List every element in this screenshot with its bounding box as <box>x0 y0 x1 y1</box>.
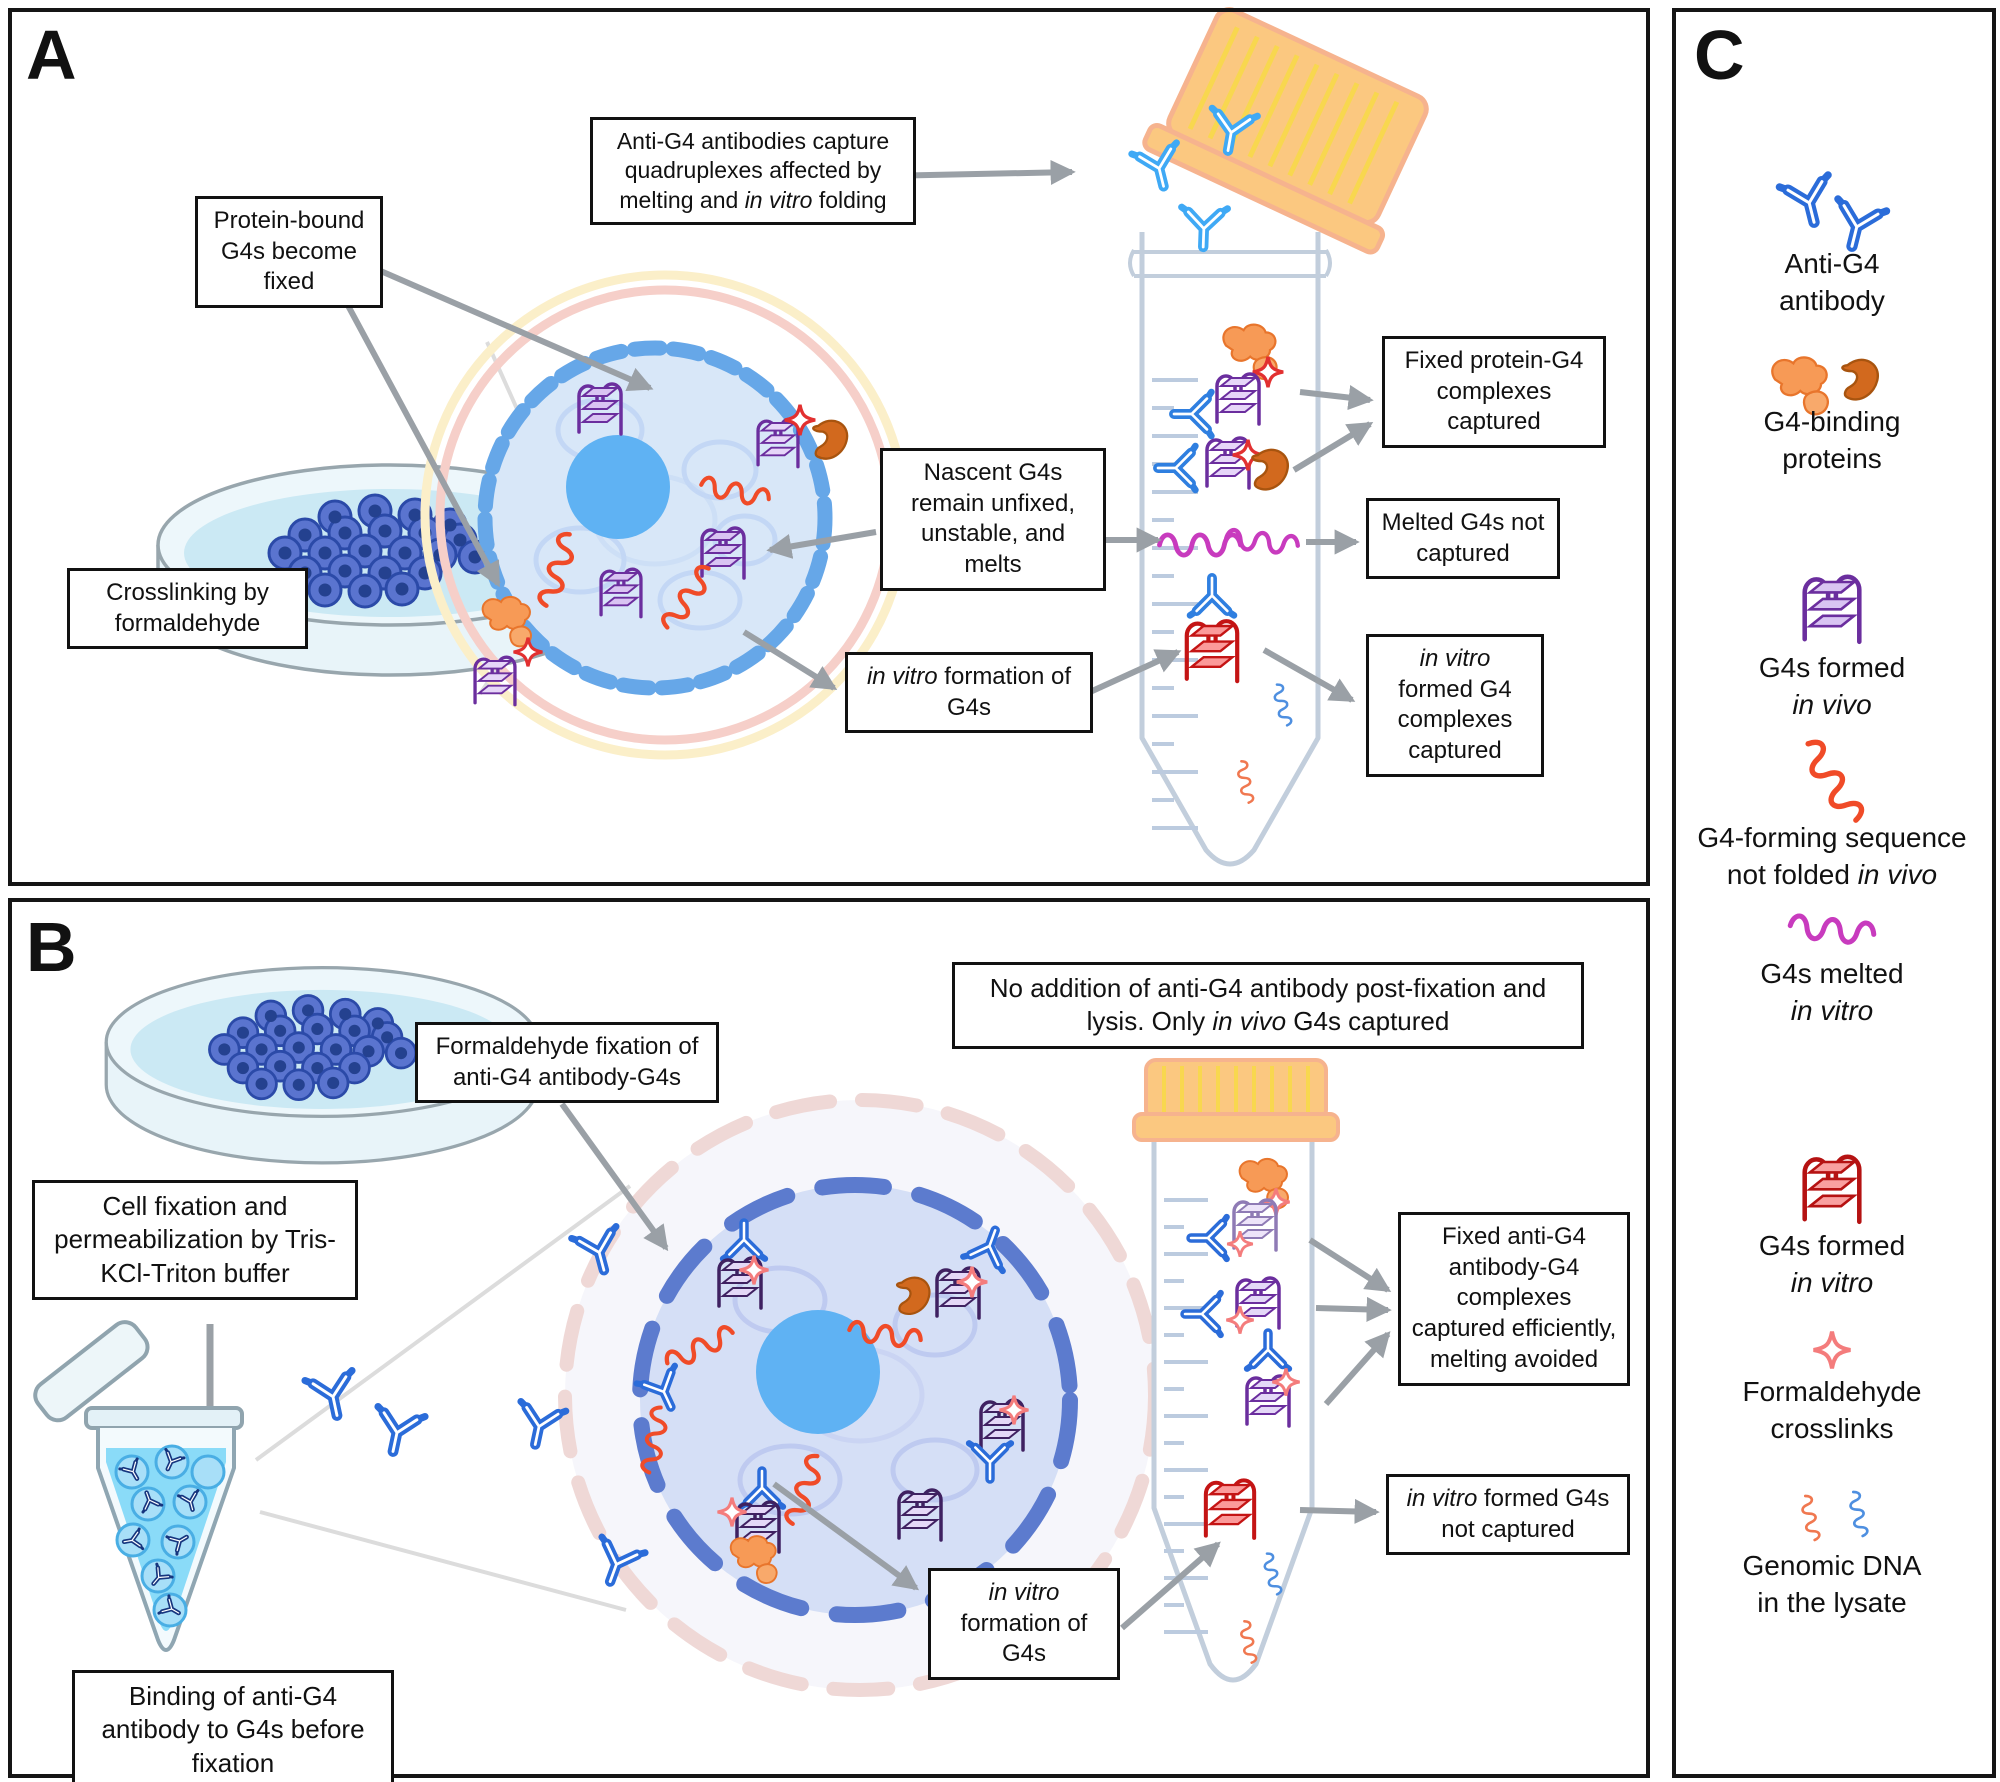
panel-b-label: B <box>26 908 77 986</box>
zoom-cone-lines-b <box>254 1184 632 1612</box>
genomic-dna-icon <box>1846 1489 1870 1539</box>
genomic-dna-icon <box>1798 1493 1822 1543</box>
textbox-cell-fixation: Cell fixation and permeabilization by Tr… <box>32 1180 358 1300</box>
nucleolus-a <box>566 435 670 539</box>
textbox-anti-g4-capture: Anti-G4 antibodies capture quadruplexes … <box>590 117 916 226</box>
g4-melted-icon <box>1789 915 1875 945</box>
tube-ticks <box>1164 1198 1208 1634</box>
anti-g4-antibody-icon <box>370 1407 425 1457</box>
panel-a-label: A <box>26 16 77 94</box>
antibody-icon <box>1780 175 1839 228</box>
nucleolus-b <box>756 1310 880 1434</box>
formaldehyde-crosslink-icon <box>1814 1332 1851 1369</box>
fixed-cell-a <box>420 270 910 760</box>
falcon-tube-b <box>1132 1058 1340 1683</box>
arrows-a <box>342 159 1374 703</box>
anti-g4-antibody-icon <box>513 1401 566 1449</box>
panel-b-artwork <box>33 965 1392 1697</box>
panel-c-label: C <box>1694 16 1745 94</box>
textbox-melted-not-captured: Melted G4s not captured <box>1366 498 1560 580</box>
antibody-icon <box>1828 199 1887 252</box>
textbox-invitro-formation-b: in vitro formation of G4s <box>928 1568 1120 1681</box>
arrows-b <box>559 1102 1392 1631</box>
textbox-binding-before-fixation: Binding of anti-G4 antibody to G4s befor… <box>72 1670 394 1782</box>
textbox-protein-bound: Protein-bound G4s become fixed <box>195 196 383 309</box>
tube-cap-a <box>1142 7 1429 255</box>
anti-g4-antibody-icon <box>305 1371 360 1421</box>
falcon-tube-a <box>1128 232 1332 867</box>
textbox-formaldehyde-fixation: Formaldehyde fixation of anti-G4 antibod… <box>415 1022 719 1104</box>
g4-in-vivo-icon <box>1805 577 1860 642</box>
textbox-invitro-not-captured: in vitro formed G4s not captured <box>1386 1474 1630 1556</box>
textbox-invitro-formation-a: in vitro formation of G4s <box>845 652 1093 734</box>
textbox-nascent-g4s: Nascent G4s remain unfixed, unstable, an… <box>880 448 1106 591</box>
eppendorf-tube <box>33 1320 244 1652</box>
textbox-fixed-captured-efficiently: Fixed anti-G4 antibody-G4 complexes capt… <box>1398 1212 1630 1386</box>
textbox-crosslinking: Crosslinking by formaldehyde <box>67 568 308 650</box>
textbox-no-addition: No addition of anti-G4 antibody post-fix… <box>952 962 1584 1049</box>
g4-binding-proteins-icon <box>1841 358 1880 401</box>
textbox-fixed-captured: Fixed protein-G4 complexes captured <box>1382 336 1606 449</box>
g4-in-vitro-icon <box>1805 1157 1860 1222</box>
panel-a-artwork <box>156 7 1429 867</box>
textbox-invitro-captured: in vitro formed G4 complexes captured <box>1366 634 1544 777</box>
g4-forming-sequence-icon <box>1799 738 1866 826</box>
